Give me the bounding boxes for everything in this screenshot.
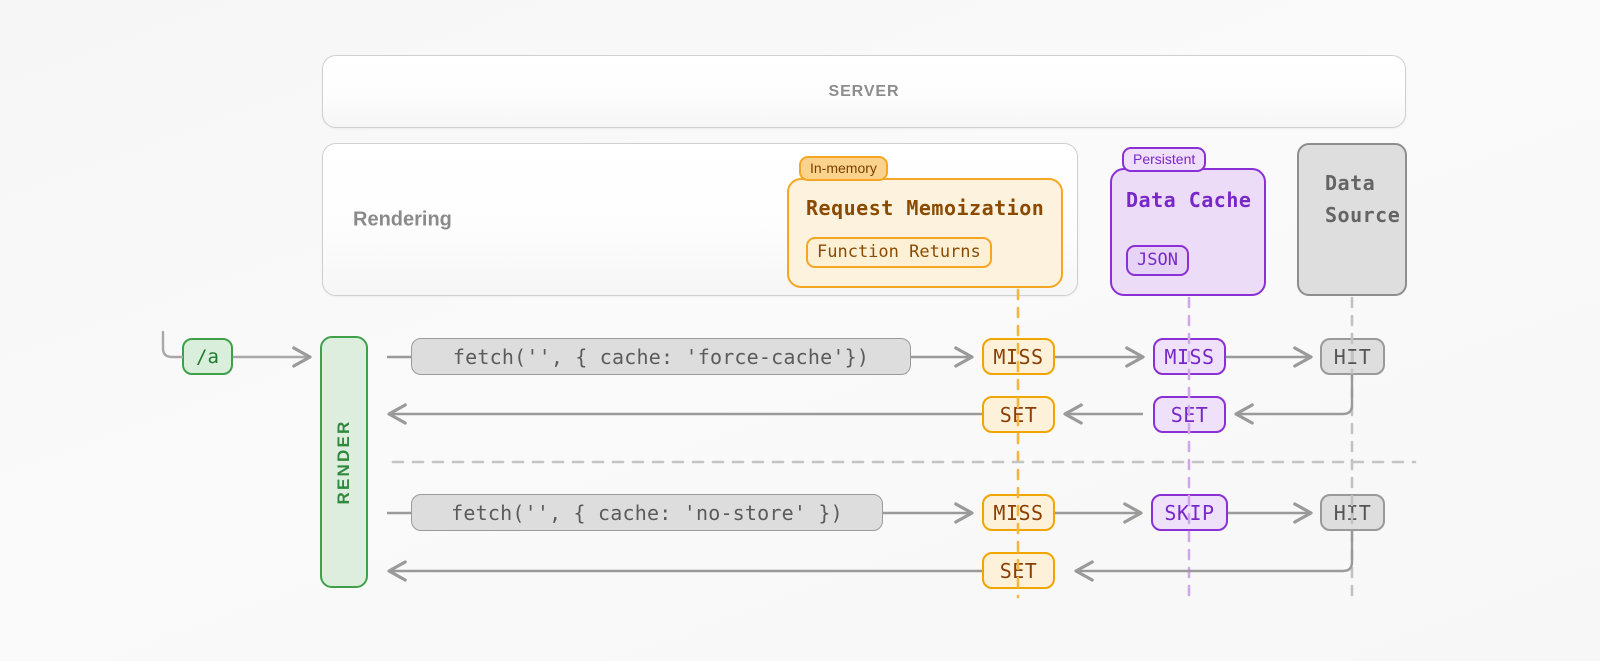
return-path-source-row-0 (1238, 373, 1354, 416)
render-bar: RENDER (320, 336, 368, 588)
rendering-label: Rendering (353, 208, 452, 230)
fetch-pill-row-1[interactable]: fetch('', { cache: 'no-store' }) (411, 494, 883, 531)
render-bar-label: RENDER (334, 419, 353, 505)
function-returns-chip: Function Returns (806, 237, 992, 269)
data-source-state-row-1: HIT (1320, 494, 1385, 531)
data-cache-title: Data Cache (1126, 188, 1252, 212)
data-source-box: Data Source (1297, 143, 1407, 296)
persistent-badge: Persistent (1122, 147, 1207, 173)
route-chip-a[interactable]: /a (182, 338, 233, 375)
fetch-pill-row-0[interactable]: fetch('', { cache: 'force-cache'}) (411, 338, 911, 375)
data-cache-box: Data Cache JSON (1110, 168, 1266, 296)
data-source-line2: Source (1325, 203, 1401, 227)
data-source-title: Data Source (1325, 167, 1400, 231)
data-source-state-row-0: HIT (1320, 338, 1385, 375)
data-cache-state-row-0: MISS (1153, 338, 1226, 375)
data-source-line1: Data (1325, 171, 1376, 195)
memo-state-row-1: MISS (982, 494, 1055, 531)
data-cache-set-row-0: SET (1153, 396, 1226, 433)
return-path-source-row-1 (1088, 529, 1354, 573)
memo-set-row-1: SET (982, 552, 1055, 589)
server-panel: SERVER (322, 55, 1406, 128)
entry-hook-line (161, 330, 184, 359)
in-memory-badge: In-memory (799, 156, 888, 182)
request-memoization-box: Request Memoization Function Returns (787, 178, 1063, 288)
json-chip: JSON (1126, 245, 1189, 277)
data-cache-state-row-1: SKIP (1151, 494, 1228, 531)
memo-state-row-0: MISS (982, 338, 1055, 375)
memo-set-row-0: SET (982, 396, 1055, 433)
request-memoization-title: Request Memoization (806, 196, 1045, 220)
server-label: SERVER (828, 82, 900, 100)
